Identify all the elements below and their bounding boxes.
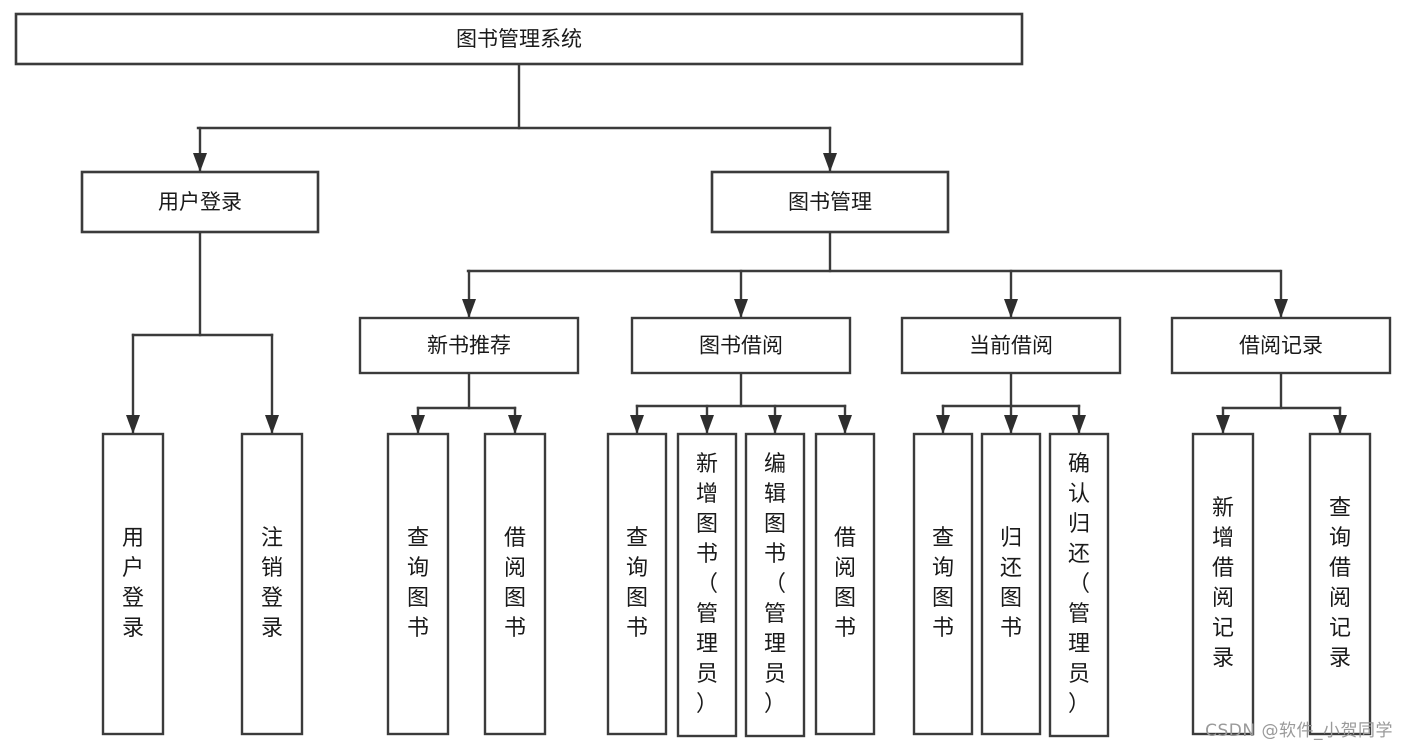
arrow-head-icon bbox=[462, 299, 476, 318]
node-leaf-borrow-add[interactable]: 新增图书（管理员） bbox=[676, 432, 738, 738]
node-box bbox=[386, 432, 450, 736]
connectors-layer bbox=[126, 62, 1347, 435]
node-label: 图书管理 bbox=[788, 190, 872, 214]
node-label: 查询图书 bbox=[407, 526, 429, 641]
csdn-watermark: CSDN @软件_小贺同学 bbox=[1205, 721, 1393, 741]
node-leaf-cur-return[interactable]: 归还图书 bbox=[980, 432, 1042, 736]
node-box bbox=[606, 432, 668, 736]
node-label: 借阅记录 bbox=[1239, 334, 1323, 358]
node-label: 用户登录 bbox=[158, 190, 242, 214]
node-leaf-borrow-edit[interactable]: 编辑图书（管理员） bbox=[744, 432, 806, 738]
node-box bbox=[358, 316, 580, 375]
arrow-head-icon bbox=[734, 299, 748, 318]
node-box bbox=[14, 12, 1024, 66]
node-box bbox=[80, 170, 320, 234]
nodes-layer: 图书管理系统用户登录图书管理新书推荐图书借阅当前借阅借阅记录用户登录注销登录查询… bbox=[14, 12, 1392, 738]
arrow-head-icon bbox=[936, 415, 950, 434]
node-box bbox=[980, 432, 1042, 736]
node-label: 归还图书 bbox=[1000, 526, 1022, 641]
node-label: 借阅图书 bbox=[834, 526, 856, 641]
node-label: 查询图书 bbox=[626, 526, 648, 641]
arrow-head-icon bbox=[1004, 415, 1018, 434]
node-label: 当前借阅 bbox=[969, 334, 1053, 358]
node-box bbox=[1048, 432, 1110, 738]
node-current-borrow[interactable]: 当前借阅 bbox=[900, 316, 1122, 375]
node-box bbox=[710, 170, 950, 234]
arrow-head-icon bbox=[838, 415, 852, 434]
node-leaf-rec-search[interactable]: 查询借阅记录 bbox=[1308, 432, 1372, 736]
arrow-head-icon bbox=[1072, 415, 1086, 434]
arrow-head-icon bbox=[1216, 415, 1230, 434]
arrow-head-icon bbox=[1004, 299, 1018, 318]
arrow-head-icon bbox=[823, 153, 837, 172]
node-leaf-borrow-query[interactable]: 查询图书 bbox=[606, 432, 668, 736]
node-leaf-rec-query[interactable]: 查询图书 bbox=[386, 432, 450, 736]
node-box bbox=[630, 316, 852, 375]
node-borrow-record[interactable]: 借阅记录 bbox=[1170, 316, 1392, 375]
node-label: 借阅图书 bbox=[504, 526, 526, 641]
node-label: 注销登录 bbox=[261, 526, 283, 641]
node-label: 查询图书 bbox=[932, 526, 954, 641]
node-new-book-rec[interactable]: 新书推荐 bbox=[358, 316, 580, 375]
arrow-head-icon bbox=[265, 415, 279, 434]
node-box bbox=[1308, 432, 1372, 736]
node-book-borrow[interactable]: 图书借阅 bbox=[630, 316, 852, 375]
node-leaf-user-login[interactable]: 用户登录 bbox=[101, 432, 165, 736]
node-book-manage[interactable]: 图书管理 bbox=[710, 170, 950, 234]
node-leaf-user-logout[interactable]: 注销登录 bbox=[240, 432, 304, 736]
node-box bbox=[1191, 432, 1255, 736]
arrow-head-icon bbox=[508, 415, 522, 434]
node-leaf-rec-borrow[interactable]: 借阅图书 bbox=[483, 432, 547, 736]
node-box bbox=[900, 316, 1122, 375]
node-box bbox=[1170, 316, 1392, 375]
node-label: 查询借阅记录 bbox=[1329, 496, 1351, 671]
arrow-head-icon bbox=[411, 415, 425, 434]
node-box bbox=[676, 432, 738, 738]
node-leaf-cur-confirm[interactable]: 确认归还（管理员） bbox=[1048, 432, 1110, 738]
node-label: 新书推荐 bbox=[427, 334, 511, 358]
node-box bbox=[912, 432, 974, 736]
node-label: 图书管理系统 bbox=[456, 27, 582, 51]
arrow-head-icon bbox=[700, 415, 714, 434]
arrow-head-icon bbox=[1333, 415, 1347, 434]
node-leaf-borrow-do[interactable]: 借阅图书 bbox=[814, 432, 876, 736]
node-label: 用户登录 bbox=[122, 526, 144, 641]
arrow-head-icon bbox=[1274, 299, 1288, 318]
node-label: 新增借阅记录 bbox=[1212, 496, 1234, 671]
node-box bbox=[240, 432, 304, 736]
node-box bbox=[814, 432, 876, 736]
arrow-head-icon bbox=[768, 415, 782, 434]
node-box bbox=[101, 432, 165, 736]
node-label: 新增图书（管理员） bbox=[696, 452, 718, 717]
arrow-head-icon bbox=[193, 153, 207, 172]
node-label: 确认归还（管理员） bbox=[1068, 452, 1090, 717]
node-root[interactable]: 图书管理系统 bbox=[14, 12, 1024, 66]
arrow-head-icon bbox=[126, 415, 140, 434]
node-leaf-cur-query[interactable]: 查询图书 bbox=[912, 432, 974, 736]
node-label: 编辑图书（管理员） bbox=[764, 452, 786, 717]
node-box bbox=[744, 432, 806, 738]
arrow-head-icon bbox=[630, 415, 644, 434]
node-leaf-rec-add[interactable]: 新增借阅记录 bbox=[1191, 432, 1255, 736]
node-label: 图书借阅 bbox=[699, 334, 783, 358]
node-box bbox=[483, 432, 547, 736]
node-user-login[interactable]: 用户登录 bbox=[80, 170, 320, 234]
